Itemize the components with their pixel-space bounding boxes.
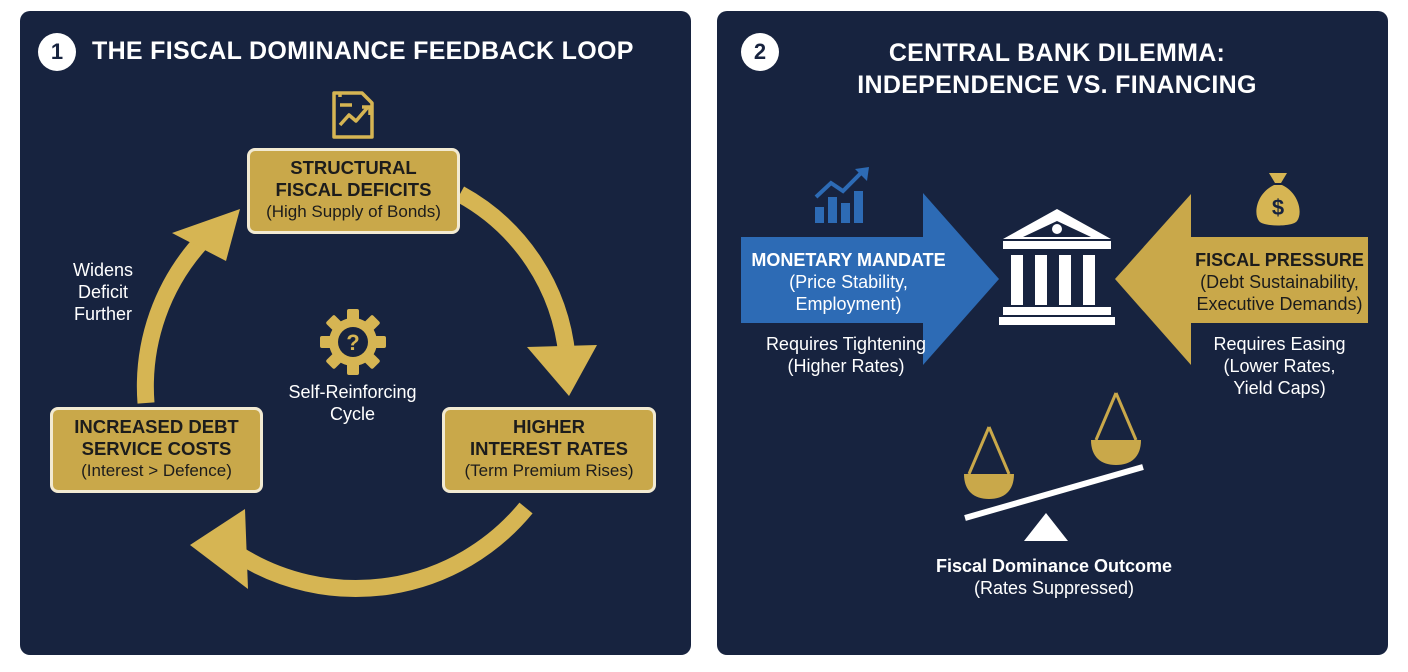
fiscal-pressure-label: FISCAL PRESSURE (Debt Sustainability, Ex… [1177, 249, 1382, 315]
monetary-mandate-label: MONETARY MANDATE (Price Stability, Emplo… [741, 249, 956, 315]
panel-title-line: CENTRAL BANK DILEMMA: [888, 39, 1226, 67]
fiscal-sub-line: Executive Demands) [1196, 294, 1363, 314]
box-subtitle: (High Supply of Bonds) [266, 202, 441, 221]
fiscal-requires-label: Requires Easing (Lower Rates, Yield Caps… [1197, 333, 1362, 399]
document-chart-icon [332, 91, 374, 139]
outcome-sub: (Rates Suppressed) [973, 578, 1135, 598]
box-increased-debt-service: INCREASED DEBT SERVICE COSTS (Interest >… [50, 407, 263, 493]
panel-title-line: INDEPENDENCE VS. FINANCING [857, 71, 1257, 99]
bank-building-icon [999, 209, 1115, 325]
side-label-line: Widens [72, 260, 134, 280]
box-higher-interest-rates: HIGHER INTEREST RATES (Term Premium Rise… [442, 407, 656, 493]
monetary-requires-line: Requires Tightening [765, 334, 927, 354]
center-label-self-reinforcing: Self-Reinforcing Cycle [270, 381, 435, 425]
fiscal-title: FISCAL PRESSURE [1195, 250, 1364, 270]
monetary-sub-line: (Price Stability, [789, 272, 908, 292]
outcome-title: Fiscal Dominance Outcome [935, 556, 1173, 576]
monetary-arrow [741, 193, 999, 365]
center-label-line: Self-Reinforcing [288, 382, 417, 402]
outcome-label: Fiscal Dominance Outcome (Rates Suppress… [904, 555, 1204, 599]
fiscal-requires-line: Requires Easing [1213, 334, 1346, 354]
box-title-line: INCREASED DEBT [74, 416, 239, 437]
box-title-line: HIGHER [513, 416, 585, 437]
fiscal-requires-line: Yield Caps) [1233, 378, 1326, 398]
feedback-loop-arrows [136, 186, 597, 597]
gear-question-icon: ? [320, 309, 386, 375]
monetary-requires-label: Requires Tightening (Higher Rates) [741, 333, 951, 377]
box-title-line: SERVICE COSTS [81, 438, 232, 459]
side-label-line: Deficit [77, 282, 128, 302]
panel-fiscal-dominance-loop: 1 THE FISCAL DOMINANCE FEEDBACK LOOP STR… [20, 11, 691, 655]
bar-chart-growth-icon [814, 167, 869, 223]
monetary-requires-line: (Higher Rates) [787, 356, 905, 376]
panel-title: THE FISCAL DOMINANCE FEEDBACK LOOP [92, 37, 634, 65]
fiscal-requires-line: (Lower Rates, [1223, 356, 1336, 376]
svg-text:$: $ [1272, 195, 1284, 220]
panel-number-badge: 1 [38, 33, 76, 71]
monetary-sub-line: Employment) [795, 294, 902, 314]
fiscal-sub-line: (Debt Sustainability, [1200, 272, 1359, 292]
money-bag-icon: $ [1256, 173, 1300, 226]
box-title-line: FISCAL DEFICITS [275, 179, 432, 200]
panel-number-badge: 2 [741, 33, 779, 71]
side-label-widens-deficit: Widens Deficit Further [58, 259, 148, 325]
side-label-line: Further [73, 304, 133, 324]
monetary-title: MONETARY MANDATE [751, 250, 946, 270]
box-subtitle: (Interest > Defence) [81, 461, 232, 480]
center-label-line: Cycle [329, 404, 375, 424]
panel-central-bank-dilemma: 2 CENTRAL BANK DILEMMA: INDEPENDENCE VS.… [717, 11, 1388, 655]
panel-title: CENTRAL BANK DILEMMA: INDEPENDENCE VS. F… [777, 37, 1337, 101]
balance-scale-icon [964, 392, 1144, 541]
svg-text:?: ? [346, 330, 359, 355]
box-subtitle: (Term Premium Rises) [464, 461, 634, 480]
fiscal-arrow [1115, 194, 1368, 365]
box-title-line: INTEREST RATES [470, 438, 628, 459]
box-structural-fiscal-deficits: STRUCTURAL FISCAL DEFICITS (High Supply … [247, 148, 460, 234]
box-title-line: STRUCTURAL [290, 157, 417, 178]
